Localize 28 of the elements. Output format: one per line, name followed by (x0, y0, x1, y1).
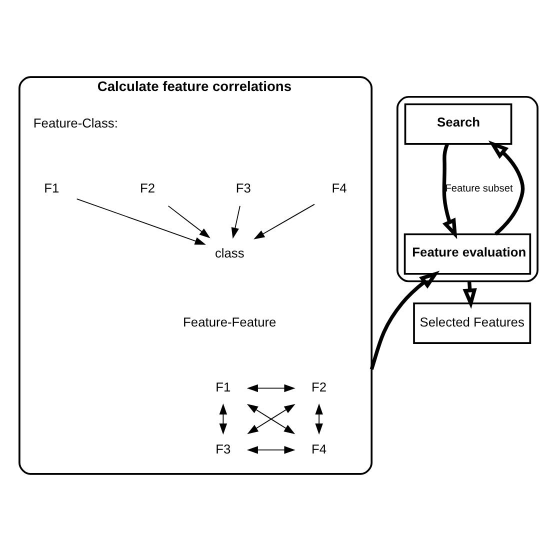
arrow (246, 446, 296, 454)
node-text: F3 (236, 180, 251, 196)
label: Feature-Class: (33, 115, 118, 130)
arrow (254, 204, 315, 240)
arrow (315, 403, 323, 435)
arrow (231, 205, 240, 239)
label: Feature-Feature (183, 314, 276, 330)
arrow (442, 143, 458, 240)
arrow (246, 384, 296, 392)
node-text: F4 (312, 441, 327, 456)
arrow (219, 403, 228, 435)
node-text: class (214, 245, 244, 260)
node-box: Selected Features (413, 302, 532, 344)
arrow (168, 205, 210, 238)
cluster (396, 96, 538, 282)
node-text: F3 (216, 441, 231, 456)
node-box: Feature evaluation (404, 233, 532, 275)
edge-label: Feature subset (445, 184, 513, 195)
node-box: Search (404, 103, 512, 145)
node-text: F2 (140, 180, 156, 196)
arrow (370, 270, 440, 370)
node-text: F2 (312, 380, 327, 395)
arrow (488, 140, 525, 236)
node-text: F1 (216, 380, 231, 395)
arrow (76, 198, 206, 245)
node-text: F1 (44, 180, 60, 196)
node-text: F4 (332, 180, 347, 196)
arrow (462, 281, 477, 309)
